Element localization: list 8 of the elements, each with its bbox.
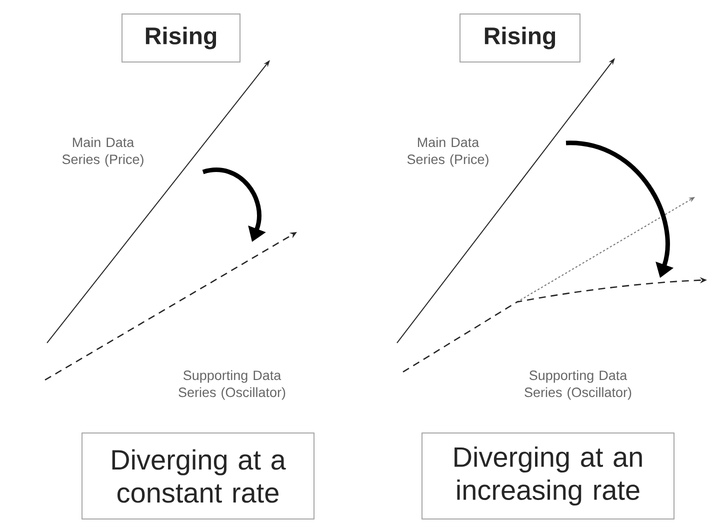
heading-box: Rising <box>460 14 580 62</box>
series-label: Main Data Series (Price) <box>407 137 488 167</box>
series-label: Supporting Data Series (Oscillator) <box>524 370 632 400</box>
heading-box: Rising <box>122 14 240 62</box>
caption-box: Diverging at a constant rate <box>82 432 314 520</box>
series-label: Main Data Series (Price) <box>62 137 144 167</box>
caption-box: Diverging at an increasing rate <box>422 432 674 520</box>
series-label: Supporting Data Series (Oscillator) <box>178 370 286 400</box>
